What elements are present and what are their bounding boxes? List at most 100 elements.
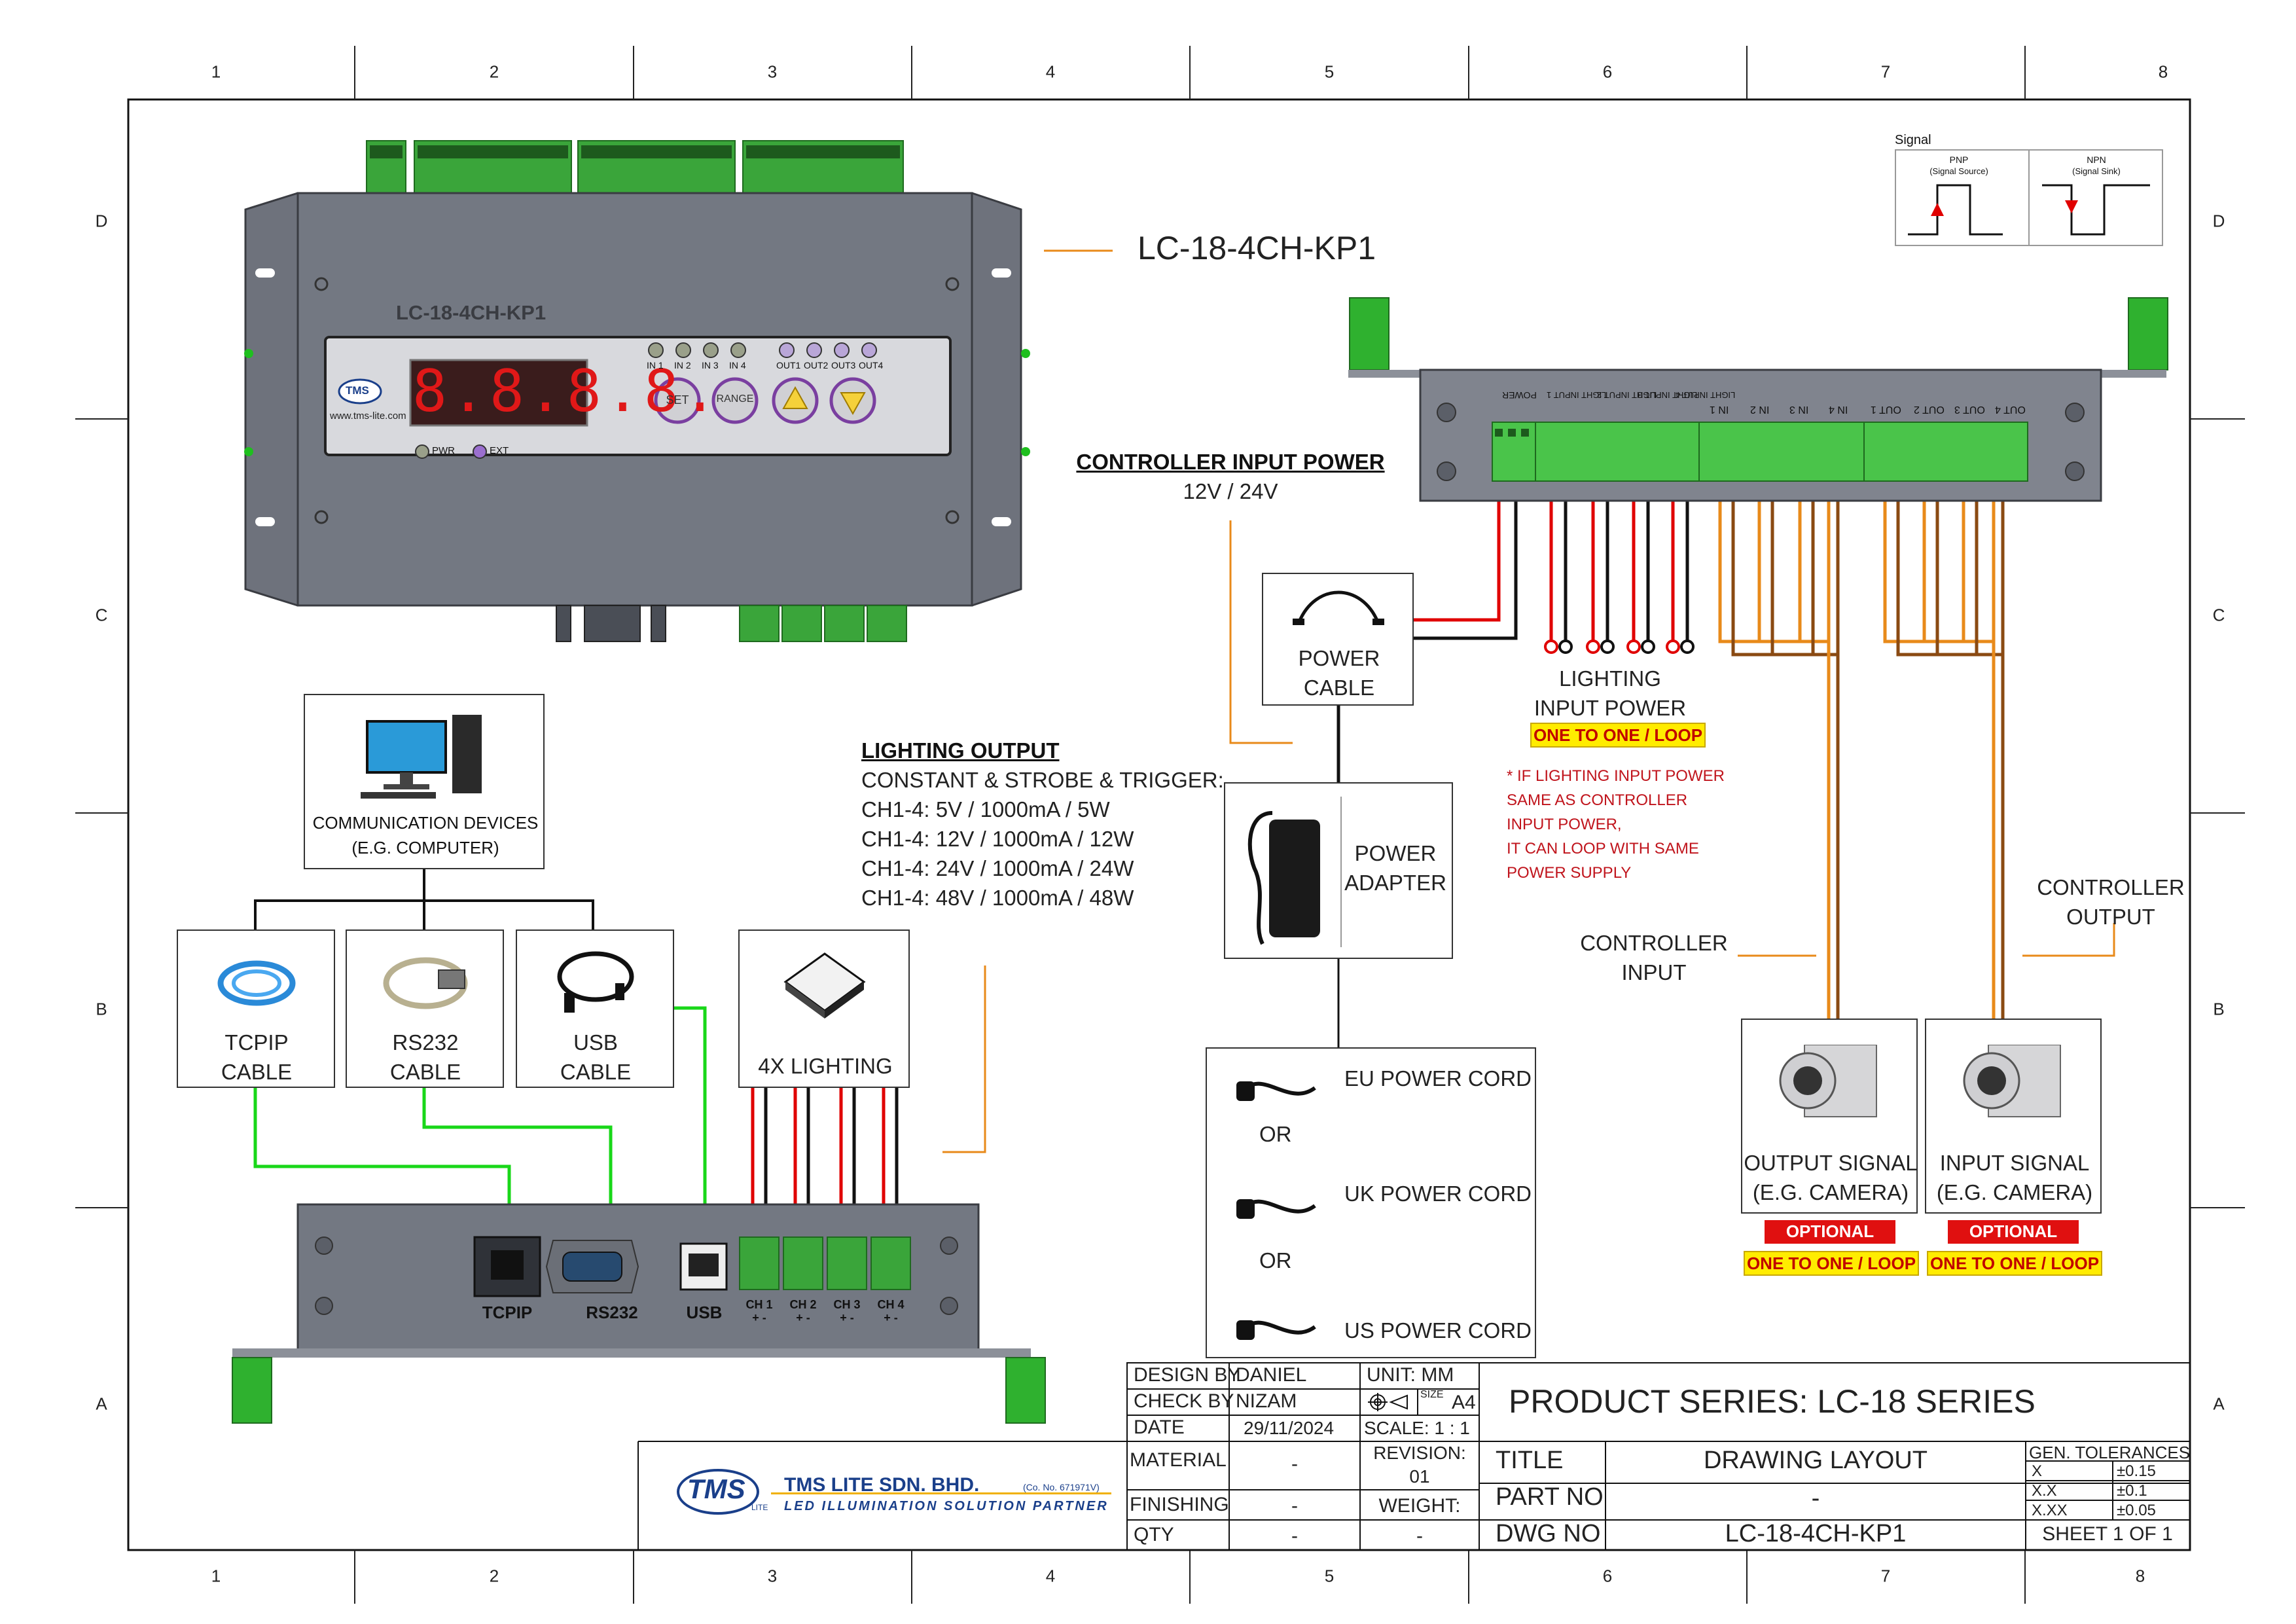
us-power-cord-label: US POWER CORD	[1344, 1318, 1532, 1343]
indicator-in1-label: IN 1	[647, 360, 664, 370]
usb-cable-icon	[557, 951, 634, 1013]
lighting-box: 4X LIGHTING	[738, 929, 910, 1088]
power-cords-box: EU POWER CORD OR UK POWER CORD OR US POW…	[1206, 1047, 1536, 1358]
design-by-value: DANIEL	[1236, 1364, 1307, 1386]
material-value: -	[1291, 1453, 1298, 1475]
npn-sublabel: (Signal Sink)	[2072, 166, 2121, 176]
zone-row-a-left: A	[96, 1394, 107, 1414]
lighting-output-line-1: CONSTANT & STROBE & TRIGGER:	[861, 768, 1224, 792]
input-signal-loop-badge: ONE TO ONE / LOOP	[1927, 1251, 2102, 1276]
power-adapter-box: POWER ADAPTER	[1224, 782, 1453, 959]
signal-legend-waveforms	[1908, 149, 2150, 246]
output-signal-optional-badge: OPTIONAL	[1765, 1220, 1895, 1244]
tolerance-xx-label: X.X	[2032, 1482, 2057, 1500]
dwg-no-label: DWG NO	[1496, 1520, 1601, 1547]
ch4-polarity: + -	[884, 1311, 898, 1324]
qty-label: QTY	[1134, 1524, 1174, 1545]
light-panel-icon	[783, 952, 866, 1019]
lighting-output-leader	[942, 965, 986, 1153]
ch3-port-label: CH 3	[833, 1298, 861, 1311]
camera-icon	[1779, 1045, 1877, 1117]
part-no-value: -	[1811, 1485, 1820, 1512]
indicator-out1-label: OUT1	[776, 360, 801, 370]
eu-power-cord-label: EU POWER CORD	[1344, 1066, 1532, 1091]
tolerance-xxx-value: ±0.05	[2117, 1502, 2156, 1519]
zone-col-5-bottom: 5	[1324, 1566, 1335, 1586]
company-logo-block: TMS LITE TMS LITE SDN. BHD. (Co. No. 671…	[653, 1447, 1111, 1538]
ext-led-label: EXT	[490, 445, 509, 456]
unit-value: UNIT: MM	[1367, 1364, 1454, 1386]
zone-col-1-top: 1	[211, 62, 221, 82]
date-label: DATE	[1134, 1416, 1185, 1438]
company-logo-sub: LITE	[751, 1503, 768, 1512]
indicator-out2-label: OUT2	[804, 360, 829, 370]
zone-col-5-top: 5	[1324, 62, 1335, 82]
zone-col-4-bottom: 4	[1045, 1566, 1056, 1586]
indicator-in2-label: IN 2	[674, 360, 691, 370]
material-label: MATERIAL	[1130, 1449, 1227, 1471]
lighting-output-line-2: CH1-4: 5V / 1000mA / 5W	[861, 797, 1110, 821]
output-signal-line2: (E.G. CAMERA)	[1752, 1180, 1909, 1204]
finishing-value: -	[1291, 1495, 1298, 1517]
zone-row-d-right: D	[2212, 211, 2225, 231]
title-label: TITLE	[1496, 1447, 1564, 1474]
indicator-out3-label: OUT3	[831, 360, 856, 370]
output-signal-line1: OUTPUT SIGNAL	[1744, 1151, 1918, 1175]
rs232-cable-line1: RS232	[392, 1030, 459, 1055]
website-label: www.tms-lite.com	[330, 410, 406, 422]
company-tagline: LED ILLUMINATION SOLUTION PARTNER	[784, 1499, 1109, 1513]
input-signal-camera-box: INPUT SIGNAL (E.G. CAMERA)	[1925, 1019, 2102, 1214]
or-label-1: OR	[1259, 1122, 1292, 1146]
size-label: SIZE	[1420, 1389, 1444, 1400]
communication-devices-box: COMMUNICATION DEVICES (E.G. COMPUTER)	[304, 694, 545, 869]
company-logo-ellipse	[677, 1469, 759, 1515]
note-line-5: POWER SUPPLY	[1507, 864, 1632, 882]
zone-col-3-bottom: 3	[767, 1566, 778, 1586]
zone-row-c-left: C	[95, 605, 108, 625]
zone-col-3-top: 3	[767, 62, 778, 82]
product-series: PRODUCT SERIES: LC-18 SERIES	[1509, 1383, 2036, 1420]
note-line-3: INPUT POWER,	[1507, 816, 1622, 833]
design-by-label: DESIGN BY	[1134, 1364, 1241, 1386]
zone-col-1-bottom: 1	[211, 1566, 221, 1586]
lighting-input-power-line1: LIGHTING	[1559, 666, 1661, 691]
lighting-output-title: LIGHTING OUTPUT	[861, 738, 1060, 763]
lighting-input-power-badge: ONE TO ONE / LOOP	[1530, 723, 1706, 748]
rs232-port-label: RS232	[586, 1303, 638, 1322]
ch2-port-label: CH 2	[789, 1298, 817, 1311]
zone-col-8-top: 8	[2158, 62, 2168, 82]
uk-power-cord-label: UK POWER CORD	[1344, 1182, 1532, 1206]
controller-output-line2: OUTPUT	[2066, 905, 2155, 929]
ch3-polarity: + -	[840, 1311, 854, 1324]
power-cable-line1: POWER	[1298, 646, 1380, 670]
indicator-out4-label: OUT4	[859, 360, 884, 370]
weight-label: WEIGHT:	[1378, 1495, 1461, 1517]
power-adapter-line2: ADAPTER	[1344, 871, 1446, 895]
zone-row-b-right: B	[2213, 999, 2225, 1019]
controller-front-view	[244, 140, 1030, 642]
serial-cable-icon	[383, 957, 468, 1009]
output-signal-camera-box: OUTPUT SIGNAL (E.G. CAMERA)	[1741, 1019, 1918, 1214]
zone-col-6-bottom: 6	[1602, 1566, 1613, 1586]
range-button-label: RANGE	[716, 393, 754, 405]
model-callout: LC-18-4CH-KP1	[1138, 230, 1376, 266]
pnp-sublabel: (Signal Source)	[1929, 166, 1988, 176]
company-rule	[771, 1492, 1111, 1494]
input-signal-line2: (E.G. CAMERA)	[1936, 1180, 2093, 1204]
usb-cable-line2: CABLE	[560, 1060, 632, 1084]
zone-col-2-top: 2	[489, 62, 499, 82]
zone-row-a-right: A	[2213, 1394, 2225, 1414]
lighting-output-line-4: CH1-4: 24V / 1000mA / 24W	[861, 856, 1134, 880]
panel-model-label: LC-18-4CH-KP1	[396, 301, 547, 324]
zone-col-2-bottom: 2	[489, 1566, 499, 1586]
scale-value: SCALE: 1 : 1	[1364, 1418, 1470, 1438]
camera-icon	[1963, 1045, 2061, 1117]
controller-input-power-value: 12V / 24V	[1183, 479, 1278, 503]
lighting-output-line-5: CH1-4: 48V / 1000mA / 48W	[861, 886, 1134, 910]
power-adapter-icon	[1247, 797, 1342, 947]
qty-value: -	[1291, 1525, 1298, 1547]
power-adapter-line1: POWER	[1354, 841, 1437, 865]
revision-value: 01	[1409, 1466, 1430, 1487]
